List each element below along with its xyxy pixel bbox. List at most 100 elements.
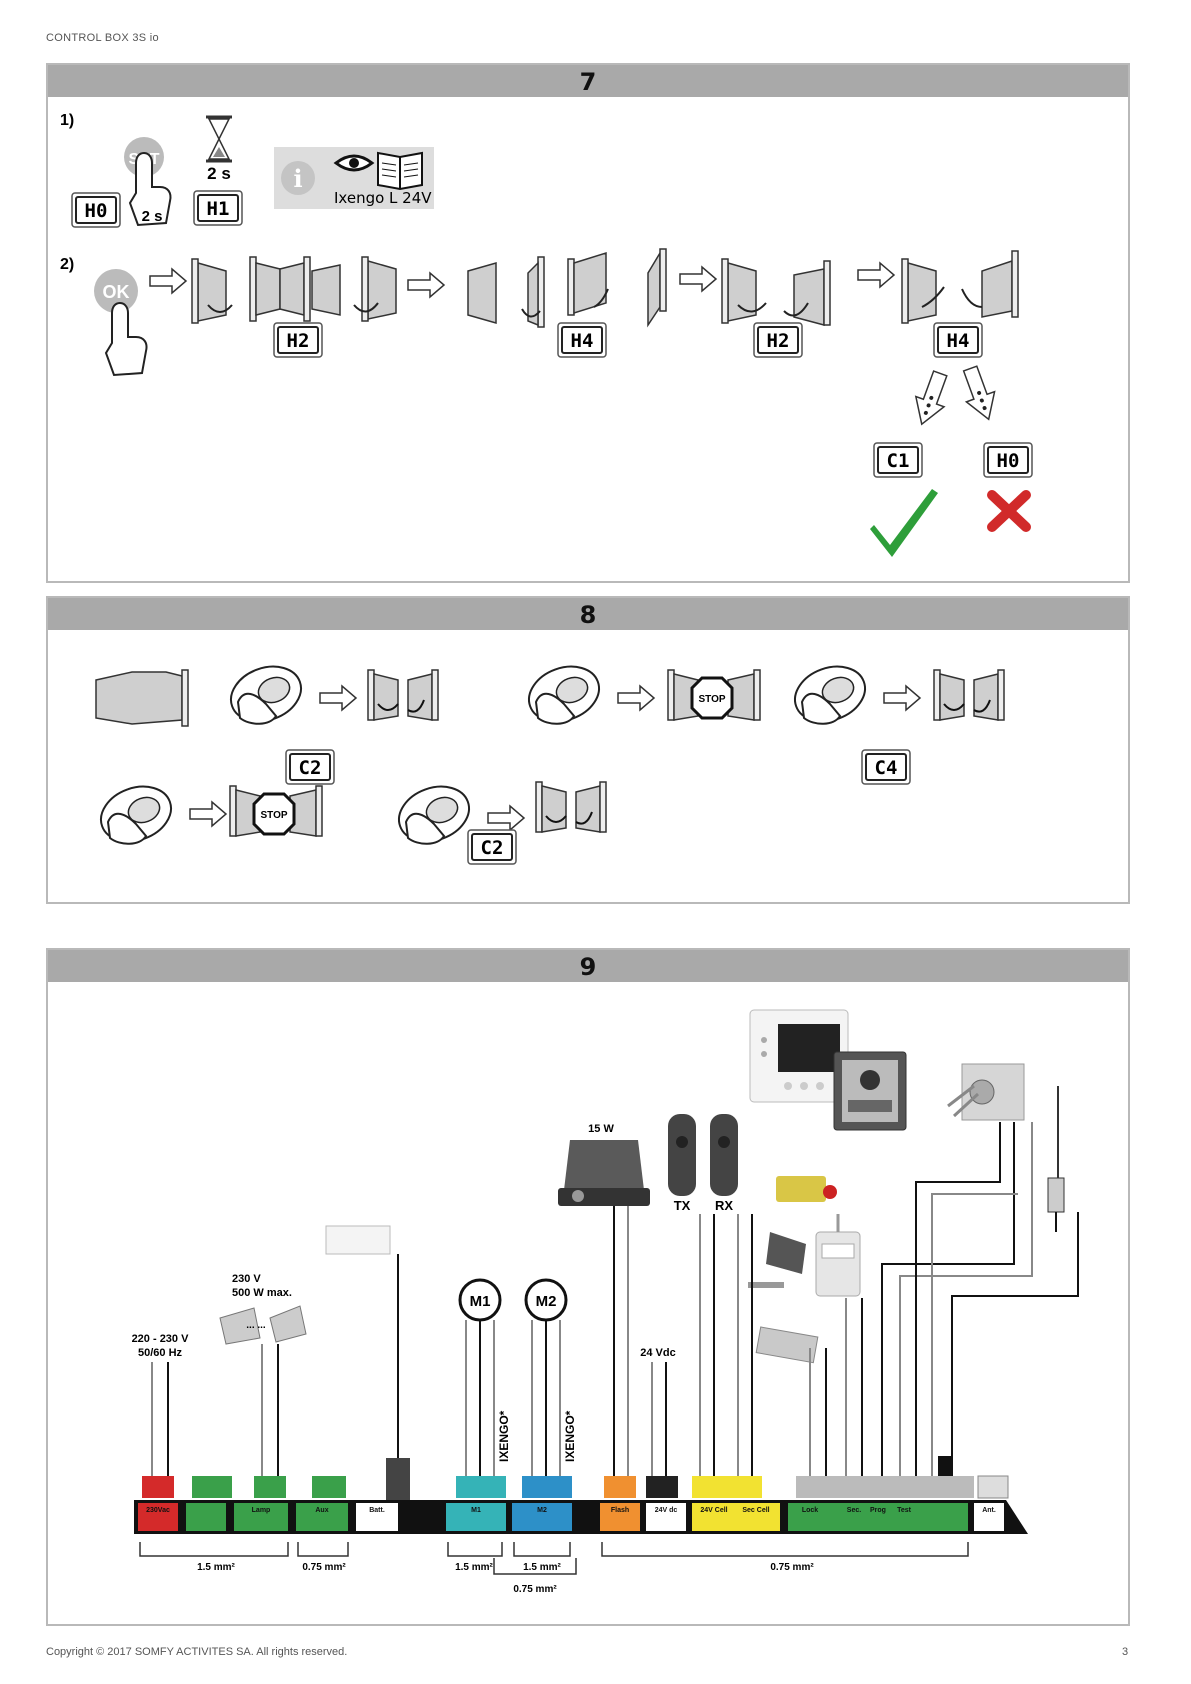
lamp-spec-voltage: 230 V (232, 1273, 261, 1285)
motion-arrow-icon (353, 302, 379, 313)
block-prog-label: Prog (870, 1507, 886, 1514)
dotted-arrow-icon (914, 370, 948, 426)
motion-arrow-icon (207, 304, 233, 313)
video-intercom-monitor-icon (749, 1009, 849, 1103)
motion-arrow-icon (961, 288, 983, 308)
battery-connector (386, 1458, 410, 1502)
display-h2: H2 (753, 322, 803, 358)
backup-battery-icon (325, 1225, 391, 1255)
photocell-tx-label: TX (674, 1198, 691, 1213)
wiring-lines (151, 1122, 1079, 1476)
block-batt-label: Batt. (369, 1507, 385, 1514)
block-sec-label: Sec. (847, 1507, 861, 1514)
info-icon: i (293, 164, 302, 193)
remote-control-icon[interactable] (92, 776, 180, 852)
display-h4-text: H4 (571, 330, 594, 352)
wire-gauge-1: 1.5 mm² (197, 1562, 235, 1573)
gate-stop-icon: STOP (229, 785, 323, 837)
dc-voltage-label: 24 Vdc (640, 1347, 675, 1359)
block-m2-label: M2 (537, 1507, 547, 1514)
display-c1: C1 (873, 442, 923, 478)
motor-2-label: M2 (536, 1293, 557, 1310)
key-switch-icon (947, 1063, 1025, 1121)
photocell-tx-icon (668, 1114, 696, 1196)
gate-closing-icon (367, 669, 439, 721)
dotted-arrow-icon (962, 365, 996, 421)
block-aux-label: Aux (315, 1507, 328, 1514)
remote-control-icon[interactable] (520, 656, 608, 732)
display-c4: C4 (861, 749, 911, 785)
remote-control-icon[interactable] (390, 776, 478, 852)
lamp-spec-power: 500 W max. (232, 1287, 292, 1299)
section-8-illustration: STOP C2 C4 STOP C2 (92, 656, 1005, 865)
display-h4-second-text: H4 (947, 330, 970, 352)
flashing-light-icon (558, 1140, 650, 1206)
flash-power-label: 15 W (588, 1123, 614, 1135)
document-header: CONTROL BOX 3S io (46, 32, 159, 44)
copyright-footer: Copyright © 2017 SOMFY ACTIVITES SA. All… (46, 1646, 348, 1658)
display-h2-text: H2 (287, 330, 310, 352)
cross-icon (987, 490, 1031, 532)
motion-arrow-icon (921, 286, 945, 308)
info-product-name: Ixengo L 24V (334, 189, 432, 207)
wire-gauge-6: 0.75 mm² (770, 1562, 814, 1573)
motor-1-icon: M1 (458, 1278, 502, 1322)
display-h2: H2 (273, 322, 323, 358)
section-7-illustration: 1) 2) H0 SET 2 s 2 s H1 i (60, 112, 1033, 557)
ok-button-label: OK (103, 282, 130, 302)
wire-gauge-brackets (139, 1542, 969, 1575)
mains-frequency-label: 50/60 Hz (138, 1347, 183, 1359)
block-24vdc-label: 24V dc (655, 1507, 678, 1514)
section-8-number: 8 (48, 598, 1128, 630)
display-c4-text: C4 (875, 757, 898, 779)
wait-duration: 2 s (207, 164, 231, 183)
siren-icon (776, 1176, 837, 1202)
press-duration: 2 s (142, 208, 163, 225)
block-test-label: Test (897, 1507, 912, 1514)
block-lamp-label: Lamp (252, 1507, 271, 1514)
eye-icon (333, 154, 375, 172)
display-h0-second-text: H0 (997, 450, 1020, 472)
radio-receiver-icon (815, 1214, 861, 1297)
block-flash-label: Flash (611, 1507, 629, 1514)
gate-stop-icon: STOP (667, 669, 761, 721)
motor-2-ixengo-label: IXENGO* (563, 1410, 577, 1462)
motor-1-ixengo-label: IXENGO* (497, 1410, 511, 1462)
antenna-icon (1047, 1086, 1065, 1213)
remote-control-icon[interactable] (786, 656, 874, 732)
motion-arrow-icon (783, 302, 809, 317)
gate-leaf-icon (721, 258, 757, 324)
section-7-panel: 7 1) 2) H0 (46, 63, 1130, 583)
electric-lock-icon (755, 1326, 819, 1364)
mains-voltage-label: 220 - 230 V (132, 1333, 190, 1345)
remote-control-icon[interactable] (222, 656, 310, 732)
display-c2: C2 (285, 749, 335, 785)
ok-button[interactable]: OK (94, 269, 138, 313)
gate-opening-icon (521, 251, 609, 328)
wiring-diagram: 15 W TX RX (132, 1009, 1079, 1595)
block-ant-label: Ant. (982, 1507, 996, 1514)
display-h2-second-text: H2 (767, 330, 790, 352)
terminal-blocks (138, 1503, 1004, 1531)
photocell-rx-label: RX (715, 1198, 733, 1213)
motion-arrow-icon (737, 302, 767, 313)
display-h1: H1 (193, 190, 243, 226)
display-h1-text: H1 (207, 198, 230, 220)
gate-leaf-icon (191, 258, 227, 324)
display-h4: H4 (557, 322, 607, 358)
display-h4: H4 (933, 322, 983, 358)
check-icon (870, 489, 938, 557)
block-lock-label: Lock (802, 1507, 818, 1514)
section-9-number: 9 (48, 950, 1128, 982)
keypad-icon (748, 1232, 806, 1288)
manual-book-icon (377, 151, 423, 191)
display-c1-text: C1 (887, 450, 910, 472)
wire-gauge-4: 1.5 mm² (523, 1562, 561, 1573)
wire-gauge-5: 0.75 mm² (513, 1584, 557, 1595)
section-9-panel: 9 15 W (46, 948, 1130, 1626)
photocell-rx-icon (710, 1114, 738, 1196)
garden-lamp-icon (219, 1305, 307, 1345)
block-24v-cell-label: 24V Cell (700, 1507, 727, 1514)
step-2-label: 2) (60, 256, 74, 273)
gate-leaf-icon (901, 258, 937, 324)
